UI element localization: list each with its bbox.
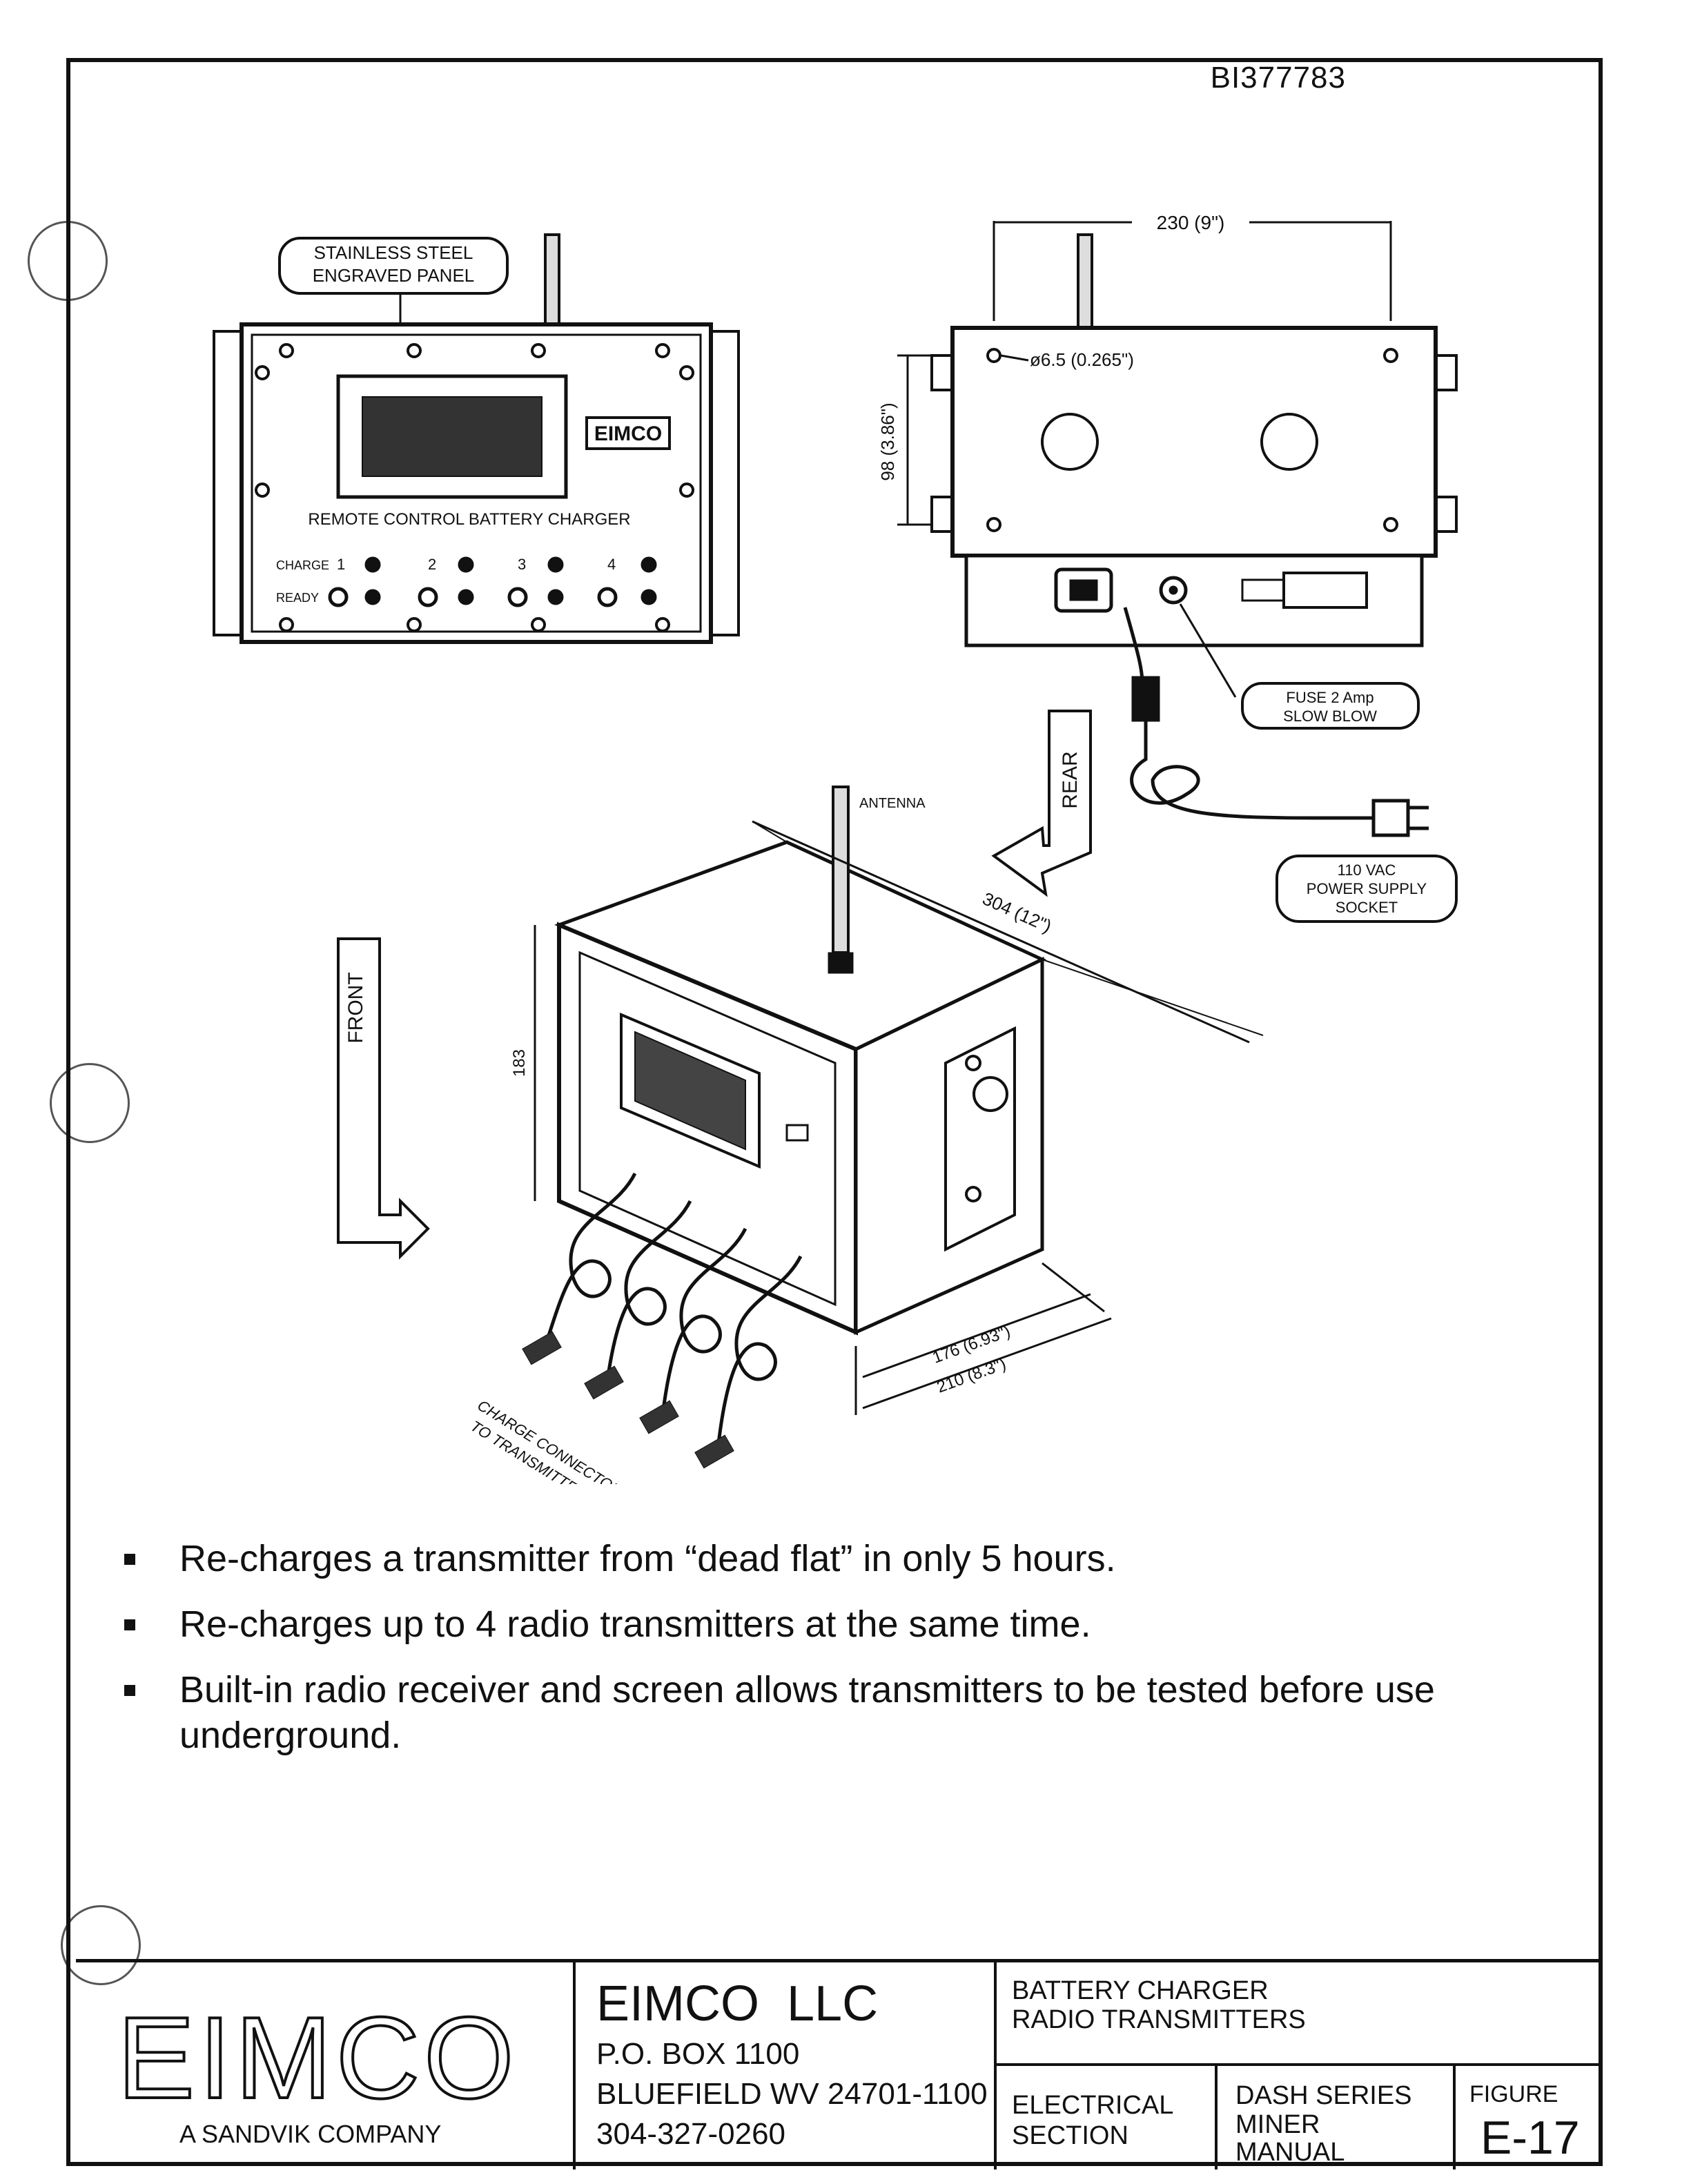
slot-number-4: 4 <box>607 556 616 573</box>
isometric-view: REAR FRONT ANTENNA 304 (12") 183 176 (6. <box>337 710 1264 1484</box>
width-dimension: 230 (9") <box>1157 212 1225 233</box>
slot-number-2: 2 <box>428 556 436 573</box>
slot-number-1: 1 <box>337 556 345 573</box>
ready-label: READY <box>276 591 319 605</box>
figure-label: FIGURE <box>1469 2081 1558 2107</box>
brand-label: EIMCO <box>594 422 662 445</box>
title-line-1: BATTERY CHARGER <box>1012 1976 1269 2005</box>
manual-line-2: MINER <box>1235 2110 1320 2139</box>
stainless-label-2: ENGRAVED PANEL <box>313 265 475 286</box>
phone-number: 304-327-0260 <box>596 2117 786 2151</box>
power-label-3: SOCKET <box>1336 899 1398 916</box>
manual-line-1: DASH SERIES <box>1235 2081 1412 2110</box>
city-address: BLUEFIELD WV 24701-1100 <box>596 2077 988 2111</box>
company-tagline: A SANDVIK COMPANY <box>179 2120 442 2148</box>
front-panel-view: STAINLESS STEEL ENGRAVED PANEL EIMCO REM… <box>213 233 740 644</box>
title-area: BATTERY CHARGER RADIO TRANSMITTERS <box>994 1962 1603 2066</box>
rear-view: 230 (9") ø6.5 (0.265") 98 (3.86") FUSE 2… <box>877 212 1458 923</box>
manual-line-3: MANUAL <box>1235 2138 1345 2167</box>
slot-number-3: 3 <box>518 556 526 573</box>
fuse-label-2: SLOW BLOW <box>1283 708 1377 725</box>
rear-label: REAR <box>1059 751 1082 808</box>
title-block: EIMCO A SANDVIK COMPANY EIMCO LLC P.O. B… <box>76 1959 1603 2170</box>
fuse-label-1: FUSE 2 Amp <box>1286 689 1374 706</box>
section-line-1: ELECTRICAL <box>1012 2091 1174 2120</box>
bullet-text: Re-charges a transmitter from “dead flat… <box>179 1538 1116 1579</box>
eimco-logo: EIMCO <box>116 1991 518 2124</box>
bullet-text: Built-in radio receiver and screen allow… <box>179 1669 1435 1756</box>
bullet-marker <box>124 1619 135 1630</box>
figure-area: FIGURE E-17 <box>1453 2066 1603 2170</box>
panel-title-label: REMOTE CONTROL BATTERY CHARGER <box>308 510 630 529</box>
bullet-text: Re-charges up to 4 radio transmitters at… <box>179 1603 1091 1645</box>
section-area: ELECTRICAL SECTION <box>994 2066 1215 2170</box>
title-line-2: RADIO TRANSMITTERS <box>1012 2005 1306 2034</box>
bullet-marker <box>124 1685 135 1696</box>
company-name: EIMCO LLC <box>596 1976 879 2031</box>
depth-dimension: 304 (12") <box>979 888 1055 937</box>
po-box: P.O. BOX 1100 <box>596 2037 800 2071</box>
binder-hole-middle <box>50 1063 130 1143</box>
charge-label: CHARGE <box>276 558 329 572</box>
box-height-dimension: 183 <box>510 1049 529 1077</box>
stainless-label-1: STAINLESS STEEL <box>314 242 473 263</box>
logo-area: EIMCO A SANDVIK COMPANY <box>76 1962 573 2170</box>
power-label-2: POWER SUPPLY <box>1307 880 1427 897</box>
antenna-label: ANTENNA <box>859 796 926 811</box>
manual-area: DASH SERIES MINER MANUAL <box>1215 2066 1453 2170</box>
power-label-1: 110 VAC <box>1338 861 1396 879</box>
address-area: EIMCO LLC P.O. BOX 1100 BLUEFIELD WV 247… <box>573 1962 994 2170</box>
hole-dimension: ø6.5 (0.265") <box>1030 349 1134 370</box>
figure-number: E-17 <box>1480 2112 1580 2164</box>
charger-technical-drawing: STAINLESS STEEL ENGRAVED PANEL EIMCO REM… <box>213 212 1458 1484</box>
height-dimension: 98 (3.86") <box>877 402 898 480</box>
drawing-frame <box>66 58 1603 2166</box>
binder-hole-bottom <box>61 1905 141 1985</box>
bullet-marker <box>124 1554 135 1565</box>
section-line-2: SECTION <box>1012 2121 1128 2150</box>
document-number: BI377783 <box>1210 61 1346 95</box>
front-label: FRONT <box>344 972 367 1043</box>
